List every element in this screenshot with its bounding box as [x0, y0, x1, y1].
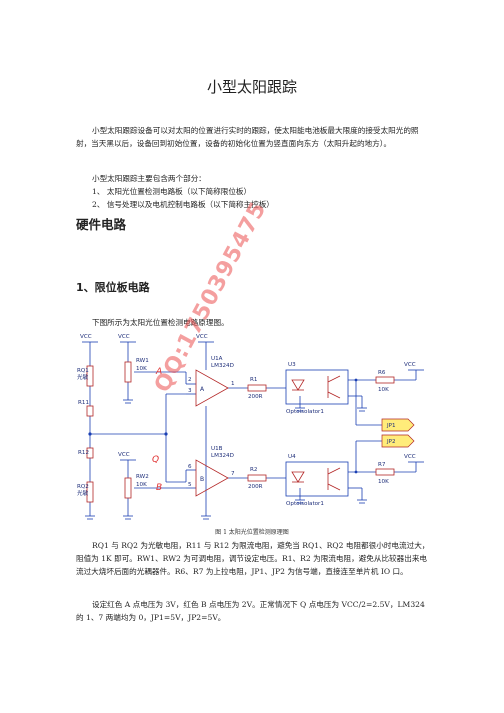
description-paragraph-2: 设定红色 A 点电压为 3V，红色 B 点电压为 2V。正常情况下 Q 点电压为…: [76, 600, 425, 622]
rw2-value: 10K: [136, 482, 147, 488]
jp2-label: JP2: [386, 439, 396, 445]
point-q-label: Q: [152, 455, 159, 465]
pin-7: 7: [231, 471, 235, 477]
opamp-b-label: B: [200, 476, 204, 483]
subsection-heading: 1、限位板电路: [76, 281, 150, 294]
pin-2: 2: [188, 377, 192, 383]
r7-label: R7: [378, 462, 386, 468]
description-paragraph-1: RQ1 与 RQ2 为光敏电阻，R11 与 R12 为限流电阻，避免当 RQ1、…: [76, 541, 430, 576]
r2-label: R2: [250, 467, 257, 473]
r1-value: 200R: [248, 394, 263, 400]
vcc-label-3: VCC: [196, 334, 208, 340]
u1b-label: U1B: [211, 446, 223, 452]
u1a-part: LM324D: [211, 363, 234, 369]
r2-value: 200R: [248, 484, 263, 490]
r6-value: 10K: [378, 387, 389, 393]
opamp-a-label: A: [200, 386, 205, 393]
rq2-type: 光敏: [77, 489, 89, 497]
rq1-label: RQ1: [77, 368, 89, 374]
opto2-label: Optoisolator1: [286, 501, 324, 507]
rw2-label: RW2: [136, 474, 149, 480]
u1a-label: U1A: [211, 356, 223, 362]
u3-label: U3: [288, 362, 296, 368]
vcc-label-6: VCC: [404, 454, 416, 460]
opto1-label: Optoisolator1: [286, 409, 324, 415]
u1b-part: LM324D: [211, 453, 234, 459]
pin-3: 3: [188, 388, 192, 394]
pin-5: 5: [188, 482, 192, 488]
r7-value: 10K: [378, 479, 389, 485]
section-heading: 硬件电路: [76, 217, 127, 232]
vcc-label-2: VCC: [118, 334, 130, 340]
jp1-label: JP1: [386, 423, 396, 429]
figure-intro: 下图所示为太阳光位置检测电路原理图。: [92, 318, 229, 327]
vcc-label-4: VCC: [118, 452, 130, 458]
part-item-1: 1、 太阳光位置检测电路板（以下简称限位板）: [92, 187, 252, 196]
r11-label: R11: [78, 400, 89, 406]
vcc-label-1: VCC: [80, 334, 92, 340]
figure-caption: 图 1 太阳光位置检测原理图: [215, 529, 289, 536]
intro-paragraph: 小型太阳跟踪设备可以对太阳的位置进行实时的跟踪，使太阳能电池板最大限度的接受太阳…: [76, 126, 419, 148]
rq1-type: 光敏: [77, 373, 89, 381]
point-b-label: B: [156, 483, 162, 493]
rq2-label: RQ2: [77, 484, 89, 490]
r12-label: R12: [78, 450, 89, 456]
rw1-value: 10K: [136, 366, 147, 372]
pin-6: 6: [188, 464, 192, 470]
r1-label: R1: [250, 377, 258, 383]
parts-intro: 小型太阳跟踪主要包含两个部分：: [92, 174, 206, 183]
pin-1: 1: [231, 381, 235, 387]
rw1-label: RW1: [136, 358, 149, 364]
circuit-schematic: VCC VCC VCC VCC VCC VCC RQ1 光敏 R11 R12 R…: [77, 334, 424, 520]
part-item-2: 2、 信号处理以及电机控制电路板（以下简称主控板）: [92, 200, 274, 209]
page-title: 小型太阳跟踪: [206, 78, 297, 96]
r6-label: R6: [378, 370, 386, 376]
u4-label: U4: [288, 454, 296, 460]
vcc-label-5: VCC: [404, 362, 416, 368]
point-a-label: A: [155, 367, 162, 377]
